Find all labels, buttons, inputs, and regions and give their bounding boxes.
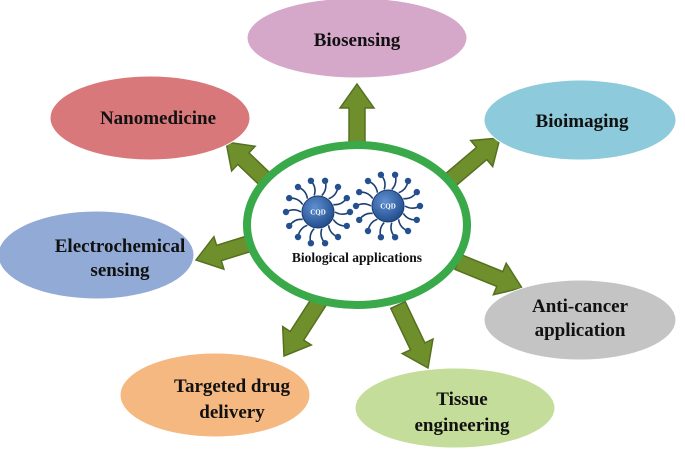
node-electrochemical-sensing-label-line-2: sensing (90, 260, 150, 281)
cqd-core (301, 195, 335, 229)
cqd-ligand-head (307, 177, 315, 184)
node-anti-cancer-label-line-1: Anti-cancer (532, 296, 629, 317)
cqd-particle-1: CQD (282, 177, 354, 247)
cqd-ligand-head (343, 194, 350, 202)
cqd-ligand-head (307, 240, 315, 247)
cqd-ligand-head (364, 227, 372, 235)
node-tissue-engineering-label-line-2: engineering (415, 415, 510, 436)
node-targeted-drug-delivery-bubble (119, 352, 311, 438)
arrow-to-biosensing (338, 82, 376, 149)
arrow-to-electrochemical-sensing (194, 235, 252, 271)
cqd-ligand-head (321, 177, 329, 184)
cqd-ligand-head (294, 183, 302, 191)
node-biosensing-label-line-1: Biosensing (314, 30, 401, 51)
cqd-label: CQD (310, 209, 326, 217)
node-anti-cancer-label-line-2: application (535, 320, 626, 341)
node-nanomedicine-label-line-1: Nanomedicine (100, 108, 216, 129)
node-bioimaging-bubble (483, 79, 677, 161)
cqd-ligand-head (334, 233, 342, 241)
cqd-ligand-head (416, 202, 424, 210)
node-biosensing: Biosensing (246, 0, 468, 79)
cqd-ligand-head (321, 240, 329, 247)
node-tissue-engineering-bubble (354, 367, 556, 449)
center-ring (243, 141, 471, 309)
node-anti-cancer: Anti-cancer application (483, 279, 677, 361)
cqd-ligand-head (352, 202, 360, 210)
node-targeted-drug-delivery: Targeted drug delivery (119, 352, 311, 438)
node-tissue-engineering: Tissue engineering (354, 367, 556, 449)
node-tissue-engineering-label-line-1: Tissue (436, 389, 487, 410)
cqd-ligand-head (404, 177, 412, 185)
cqd-ligand-head (356, 188, 363, 196)
node-electrochemical-sensing-label-line-1: Electrochemical (55, 236, 186, 257)
node-biosensing-bubble (246, 0, 468, 79)
cqd-core (371, 189, 405, 223)
cqd-ligand-head (282, 208, 290, 216)
arrow-to-bioimaging (441, 137, 501, 190)
cqd-ligand-head (404, 227, 412, 235)
cqd-ligand-head (413, 188, 420, 196)
cqd-ligand-head (377, 234, 385, 241)
cqd-ligand-head (286, 222, 293, 230)
node-electrochemical-sensing: Electrochemical sensing (0, 210, 195, 300)
center-hub: CQD CQD Biological applications (243, 141, 471, 309)
node-targeted-drug-delivery-label-line-1: Targeted drug (174, 376, 290, 397)
center-label: Biological applications (292, 250, 422, 265)
cqd-particle-2: CQD (352, 171, 424, 241)
node-targeted-drug-delivery-label-line-2: delivery (199, 402, 265, 423)
node-nanomedicine: Nanomedicine (49, 75, 251, 161)
cqd-ligand-head (413, 216, 420, 224)
cqd-ligand-head (343, 222, 350, 230)
particles-group: CQD CQD (282, 171, 424, 247)
cqd-ligand-head (377, 171, 385, 178)
arrow-to-anti-cancer (454, 253, 524, 296)
cqd-ligand-head (356, 216, 363, 224)
arrow-to-targeted-drug-delivery (281, 294, 328, 358)
node-bioimaging-label-line-1: Bioimaging (536, 111, 629, 132)
cqd-label: CQD (380, 203, 396, 211)
node-electrochemical-sensing-bubble (0, 210, 195, 300)
node-anti-cancer-bubble (483, 279, 677, 361)
cqd-ligand-head (334, 183, 342, 191)
cqd-ligand-head (364, 177, 372, 185)
arrows-layer (194, 82, 524, 370)
cqd-ligand-head (286, 194, 293, 202)
cqd-ligand-head (391, 234, 399, 241)
cqd-ligand-head (391, 171, 399, 178)
arrow-to-tissue-engineering (389, 300, 434, 370)
node-nanomedicine-bubble (49, 75, 251, 161)
cqd-ligand-head (346, 208, 354, 216)
node-bioimaging: Bioimaging (483, 79, 677, 161)
cqd-ligand-head (294, 233, 302, 241)
